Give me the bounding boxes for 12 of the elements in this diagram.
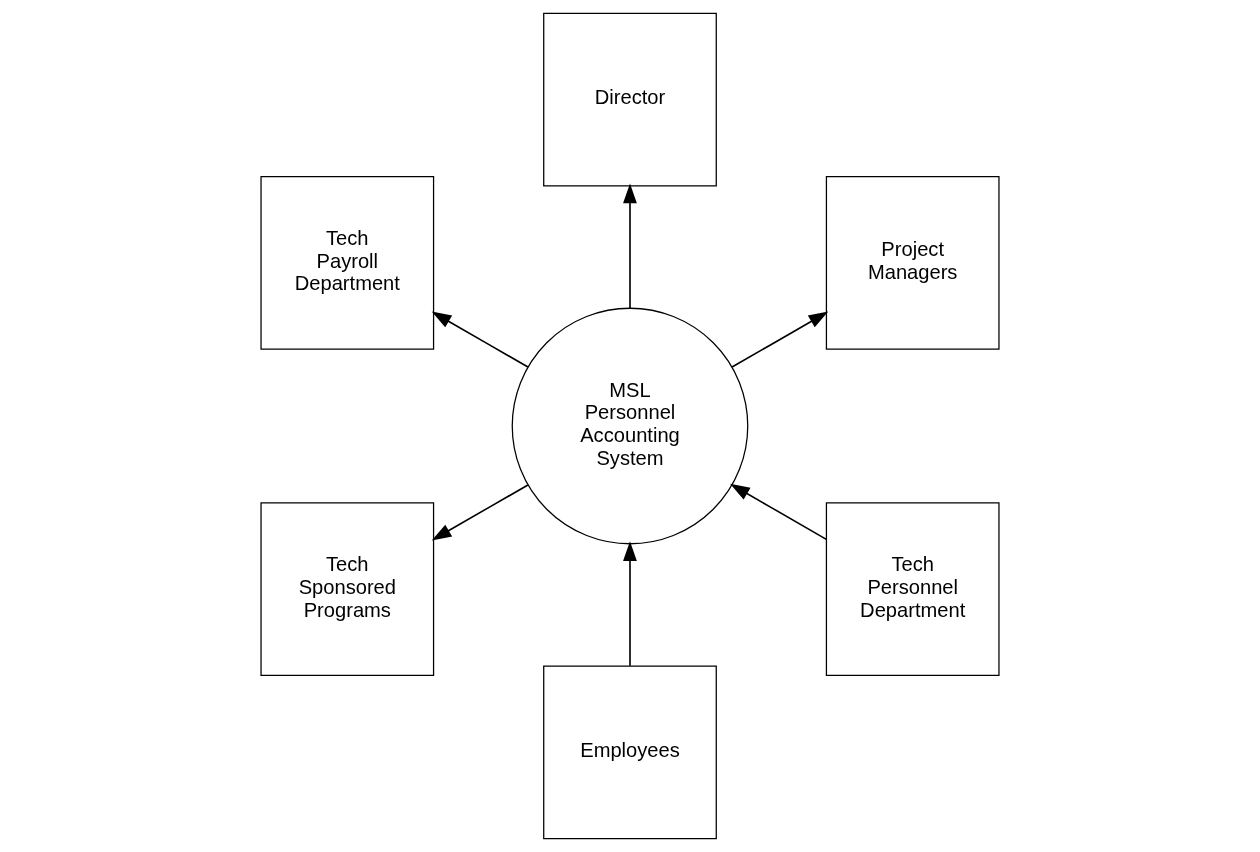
arrow <box>431 484 529 541</box>
arrow <box>731 311 829 368</box>
node-box: Director <box>543 12 717 187</box>
node-box: Tech Payroll Department <box>260 175 435 350</box>
arrow <box>730 483 828 541</box>
node-box: Employees <box>543 665 717 840</box>
arrow <box>623 541 637 667</box>
node-box: Tech Personnel Department <box>825 502 1000 677</box>
node-box: Project Managers <box>825 175 1000 350</box>
arrow <box>623 183 637 309</box>
node-box: Tech Sponsored Programs <box>260 502 435 677</box>
arrow <box>431 311 529 368</box>
